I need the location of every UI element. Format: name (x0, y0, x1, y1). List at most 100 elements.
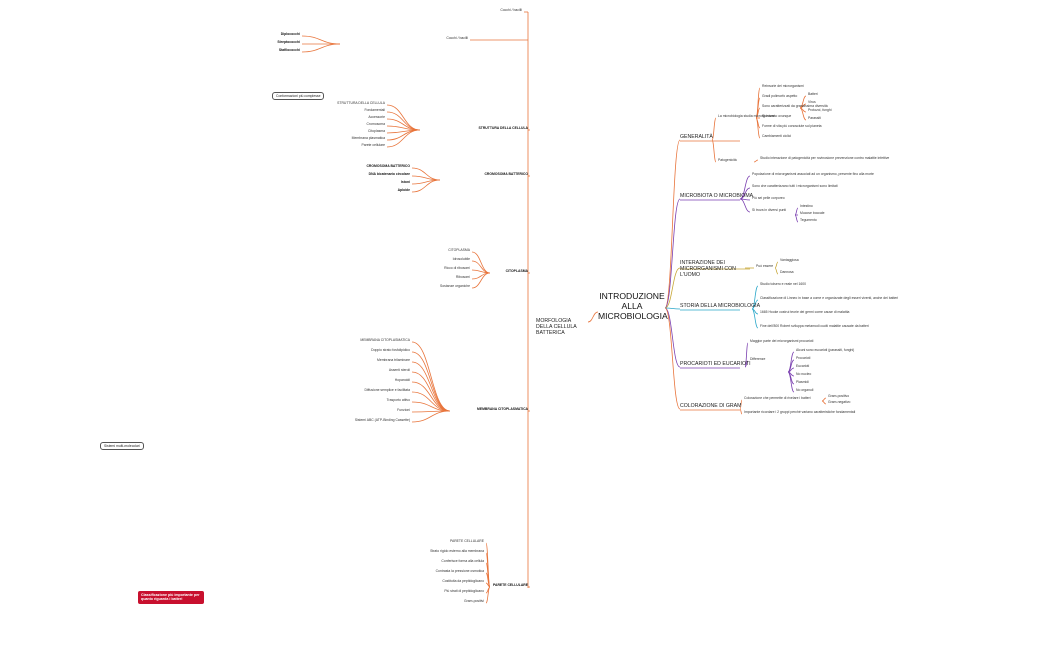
sub-node[interactable]: Accessorie (368, 115, 385, 119)
sub-node[interactable]: Batteri (808, 92, 818, 96)
branch-microbiota[interactable]: MICROBIOTA O MICROBIOMA (680, 193, 754, 199)
sub-node[interactable]: Gram-positivo (828, 394, 850, 398)
sub-node[interactable]: Protozoi, funghi (808, 108, 832, 112)
sub-node[interactable]: Membrana trilaminare (377, 358, 410, 362)
sub-node[interactable]: PARETE CELLULARE (493, 583, 528, 587)
sub-node[interactable]: Popolazione di microrganismi associati a… (752, 172, 874, 176)
sub-node[interactable]: Differenze (750, 357, 766, 361)
sub-node[interactable]: Si trovano ovunque (762, 114, 792, 118)
sub-node[interactable]: Plasmidi (796, 380, 809, 384)
sub-node[interactable]: No nucleo (796, 372, 812, 376)
sub-node[interactable]: CROMOSOMA BATTERICO (484, 172, 528, 176)
sub-node[interactable]: Hopanoidi (394, 378, 410, 382)
sub-node[interactable]: No organuli (796, 388, 814, 392)
note-conformazione[interactable]: Conformazioni più complesse (272, 92, 325, 100)
sub-node[interactable]: STRUTTURA DELLA CELLULA (478, 126, 528, 130)
sub-node[interactable]: Alcuni sono eucarioti (parassiti, funghi… (796, 348, 855, 352)
sub-node[interactable]: Streptococchi (277, 40, 300, 44)
sub-node[interactable]: CITOPLASMA (505, 269, 528, 273)
sub-node[interactable]: La microbiologia studia microrganismi (718, 114, 775, 118)
branch-morfologia[interactable]: MORFOLOGIA DELLA CELLULA BATTERICA (536, 318, 577, 336)
sub-node[interactable]: Virus (808, 100, 816, 104)
connector-line (739, 198, 751, 213)
sub-node[interactable]: Eucarioti (796, 364, 810, 368)
main-connector (664, 307, 681, 310)
connector-line (794, 214, 799, 223)
sub-node[interactable]: Ribosomi (455, 275, 470, 279)
sub-node[interactable]: Sono caratterizzati da grandissima diver… (762, 104, 828, 108)
sub-node[interactable]: Sono che caratterizzano tutti i microrga… (752, 184, 838, 188)
sub-node[interactable]: Cromosoma (366, 122, 385, 126)
sub-node[interactable]: Fine dell'800 Robert sviluppa metamodi c… (760, 324, 869, 328)
sub-node[interactable]: Classificazione di Linneo in base a come… (760, 296, 899, 300)
callout-note[interactable]: Classificazione più importante per quant… (138, 591, 204, 604)
sub-node[interactable]: STRUTTURA DELLA CELLULA (337, 101, 385, 105)
sub-node[interactable]: Idrosolubile (452, 257, 470, 261)
sub-node[interactable]: Studio tolsero e reale nel 1600 (760, 282, 806, 286)
branch-procarioti[interactable]: PROCARIOTI ED EUCARIOTI (680, 361, 751, 367)
sub-node[interactable]: Contrasta la pressione osmotica (435, 569, 484, 573)
branch-generalita[interactable]: GENERALITÀ (680, 134, 713, 140)
sub-node[interactable]: Gram-positivi (464, 599, 484, 603)
sub-node[interactable]: Gram-negativo (828, 400, 851, 404)
sub-node[interactable]: Forme di vita più conosciute sul pianeta (762, 124, 822, 128)
connector-line (711, 117, 717, 141)
sub-node[interactable]: Più sei pelle corporeo (752, 196, 785, 200)
note-sistemi[interactable]: Sistemi multi-molecolari (100, 442, 144, 450)
sub-node[interactable]: Sostanze organiche (440, 284, 470, 288)
sub-node[interactable]: Tegumento (800, 218, 817, 222)
sub-node[interactable]: Conferisce forma alla cellula (441, 559, 484, 563)
connector-line (753, 159, 759, 163)
sub-node[interactable]: Assenti steroli (388, 368, 410, 372)
sub-node[interactable]: Maggior parte dei microrganismi procario… (750, 339, 814, 343)
sub-node[interactable]: Patogenicità (718, 158, 737, 162)
sub-node[interactable]: Stafilococchi (278, 48, 300, 52)
branch-interazione[interactable]: INTERAZIONE DEI MICRORGANISMI CON L'UOMO (680, 260, 736, 278)
sub-node[interactable]: Citoplasma (368, 129, 385, 133)
sub-node[interactable]: Sistemi ABC (ATP-Binding Cassette) (354, 418, 410, 422)
sub-node[interactable]: Strato rigido esterno alla membrana (430, 549, 484, 553)
branch-storia[interactable]: STORIA DELLA MICROBIOLOGIA (680, 303, 761, 309)
sub-node[interactable]: Procarioti (796, 356, 811, 360)
root-topic[interactable]: INTRODUZIONE ALLA MICROBIOLOGIA (598, 291, 668, 321)
sub-node[interactable]: Istoni (400, 180, 410, 184)
sub-node[interactable]: Può essere (756, 264, 774, 268)
sub-node[interactable]: MEMBRANA CITOPLASMATICA (477, 407, 528, 411)
sub-node[interactable]: 1665 Hooke costruì teorie dei germi come… (760, 310, 850, 314)
sub-node[interactable]: Mucose boccale (800, 211, 825, 215)
main-connector (587, 311, 599, 323)
sub-node[interactable]: Diffusione semplice e facilitata (364, 388, 410, 392)
sub-node[interactable]: Costituita da peptidoglicano (442, 579, 484, 583)
sub-node[interactable]: Cocchi / bacilli (500, 8, 522, 12)
sub-node[interactable]: Membrana plasmatica (351, 136, 385, 140)
sub-node[interactable]: Gradi polimorfo aspetto (762, 94, 798, 98)
sub-node[interactable]: CITOPLASMA (448, 248, 470, 252)
sub-node[interactable]: DNA bicatenario circolare (368, 172, 410, 176)
sub-node[interactable]: Trasporto attivo (386, 398, 410, 402)
sub-node[interactable]: Intestino (800, 204, 813, 208)
sub-node[interactable]: Si trova in diversi punti (752, 208, 787, 212)
sub-node[interactable]: Vantaggiosa (780, 258, 799, 262)
sub-node[interactable]: MEMBRANA CITOPLASMATICA (360, 338, 410, 342)
sub-node[interactable]: Ricco di ribosomi (444, 266, 470, 270)
sub-node[interactable]: Doppio strato fosfolipidico (371, 348, 410, 352)
sub-node[interactable]: Importante ricordare i 2 gruppi perché v… (744, 410, 856, 414)
sub-node[interactable]: Aploide (397, 188, 410, 192)
sub-node[interactable]: PARETE CELLULARE (449, 539, 484, 543)
sub-node[interactable]: Diplococchi (280, 32, 300, 36)
sub-node[interactable]: Più strati di peptidoglicano (444, 589, 484, 593)
sub-node[interactable]: Funzioni (397, 408, 410, 412)
sub-node[interactable]: Colorazione che permette di rivelare i b… (744, 396, 811, 400)
sub-node[interactable]: Cocchi / bacilli (446, 36, 468, 40)
sub-node[interactable]: Reinsorie dei microrganismi (762, 84, 804, 88)
sub-node[interactable]: Parete cellulare (361, 143, 385, 147)
connector-line (411, 341, 451, 412)
sub-node[interactable]: Studio interazione di patogenicità per r… (760, 156, 890, 160)
sub-node[interactable]: Cambiamenti ciclici (762, 134, 792, 138)
sub-node[interactable]: Dannosa (780, 270, 794, 274)
branch-colorazione[interactable]: COLORAZIONE DI GRAM (680, 403, 742, 409)
sub-node[interactable]: Parassiti (808, 116, 822, 120)
connector-line (411, 361, 451, 412)
sub-node[interactable]: Fondamentali (364, 108, 385, 112)
sub-node[interactable]: CROMOSOMA BATTERICO (366, 164, 410, 168)
